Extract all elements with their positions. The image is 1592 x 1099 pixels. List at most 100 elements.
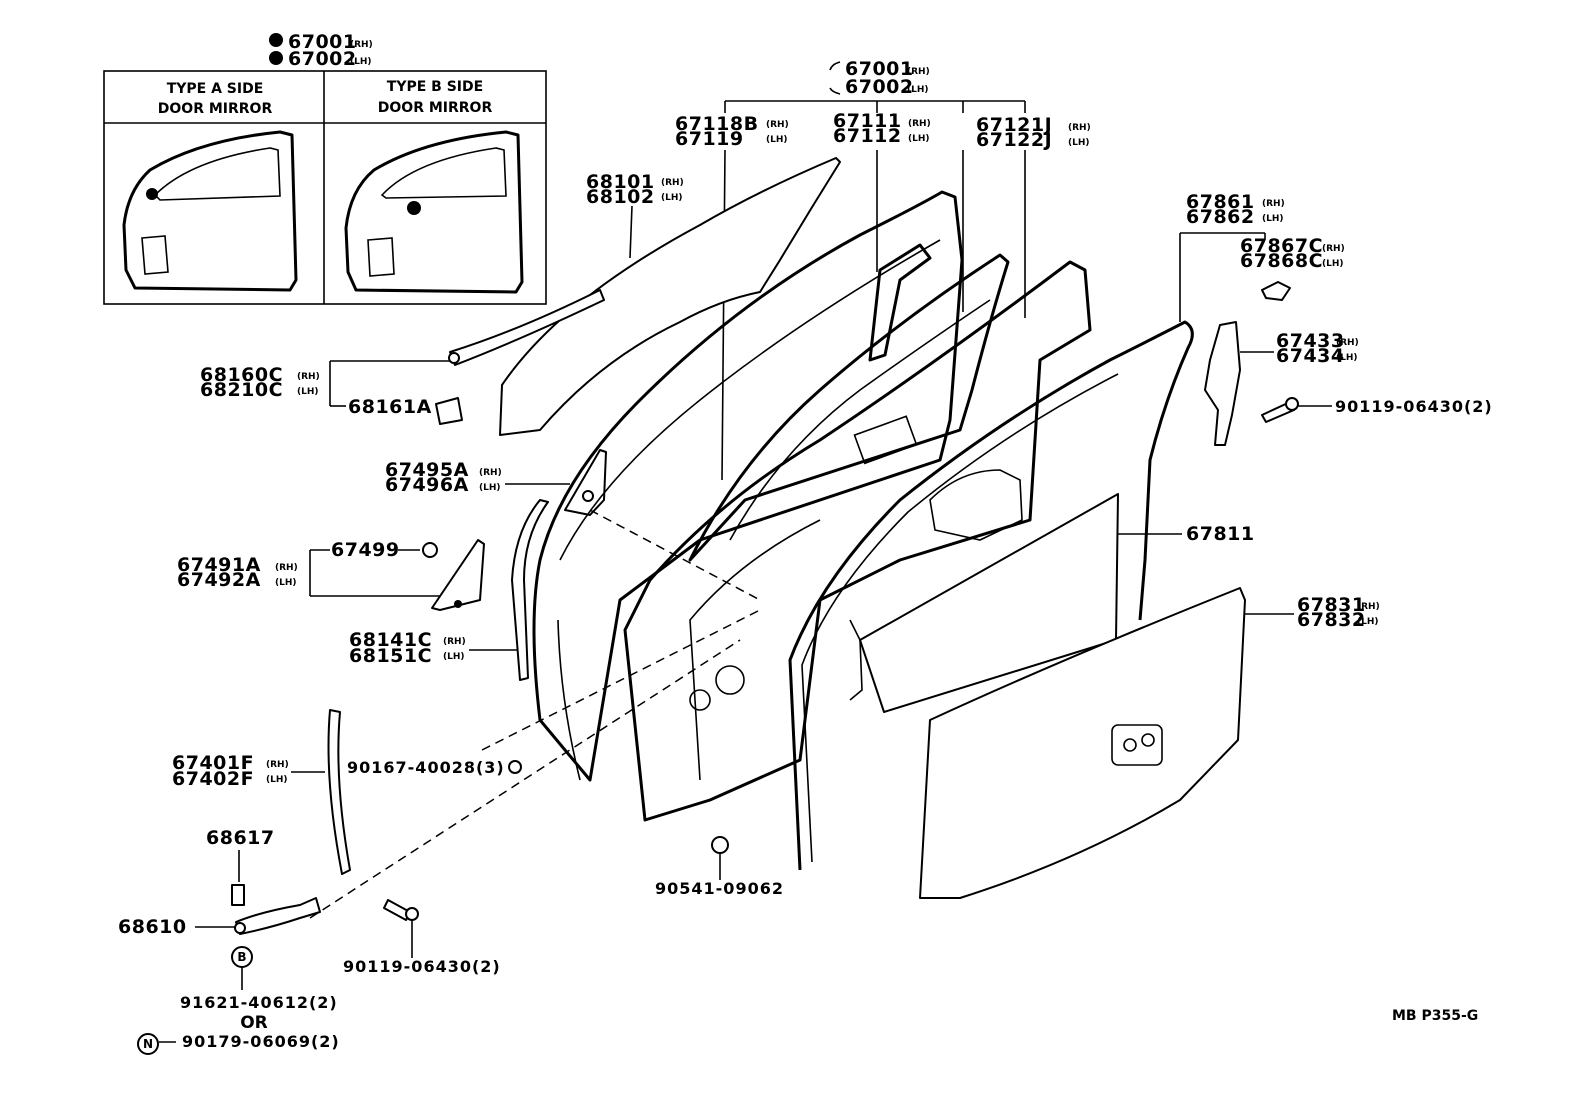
suffix-67002: (LH) <box>907 85 929 95</box>
mirror-type-inset: TYPE A SIDE DOOR MIRROR TYPE B SIDE DOOR… <box>103 70 547 305</box>
suffix-68141c: (RH) <box>443 637 466 647</box>
suffix-67402f: (LH) <box>266 775 288 785</box>
assembly-dashed-lines <box>309 509 761 919</box>
part-67111: 67111 <box>833 110 902 132</box>
inset-part-label: 67001 (RH) 67002 (LH) <box>269 31 373 70</box>
run-channel-68141c <box>511 499 549 681</box>
type-a-title-2: DOOR MIRROR <box>158 101 273 117</box>
part-67112: 67112 <box>833 125 902 147</box>
inset-part-lh: 67002 <box>288 48 357 70</box>
part-90179: 90179-06069(2) <box>182 1032 340 1051</box>
suffix-67401f: (RH) <box>266 760 289 770</box>
door-inner-panel <box>623 260 1092 822</box>
door-lock-striker <box>1204 321 1241 446</box>
badge-b: B <box>237 950 246 964</box>
part-67001: 67001 <box>845 58 914 80</box>
part-67002: 67002 <box>845 76 914 98</box>
bolt-bottom <box>383 899 419 921</box>
suffix-67122j: (LH) <box>1068 138 1090 148</box>
clip-90541 <box>711 836 729 854</box>
part-68101: 68101 <box>586 171 655 193</box>
part-67402f: 67402F <box>172 768 254 790</box>
corner-cover-67495a <box>564 449 607 516</box>
left-labels: 68101 (RH) 68102 (LH) 68160C (RH) 68210C… <box>118 171 684 938</box>
outer-belt-weatherstrip <box>448 289 605 366</box>
footer-code: MB P355-G <box>1392 1008 1478 1024</box>
type-a-door-sketch <box>122 130 298 292</box>
bottom-labels: 90541-09062 90119-06430(2) B 91621-40612… <box>137 852 1478 1055</box>
part-67119: 67119 <box>675 128 744 150</box>
part-67868c: 67868C <box>1240 250 1323 272</box>
part-68141c: 68141C <box>349 629 432 651</box>
suffix-67434: (LH) <box>1336 353 1358 363</box>
suffix-68160c: (RH) <box>297 372 320 382</box>
part-67122j: 67122J <box>976 129 1052 151</box>
part-68617: 68617 <box>206 827 275 849</box>
clip-67867c <box>1261 281 1291 301</box>
suffix-67118b: (RH) <box>766 120 789 130</box>
suffix-67492a: (LH) <box>275 578 297 588</box>
suffix-67001: (RH) <box>907 67 930 77</box>
type-b-title-2: DOOR MIRROR <box>378 100 493 116</box>
inset-part-rh: 67001 <box>288 31 357 53</box>
bolt-right-label: 90119-06430(2) <box>1335 397 1493 416</box>
type-b-door-sketch <box>344 130 524 294</box>
suffix-67495a: (RH) <box>479 468 502 478</box>
clip-68161a <box>435 397 463 425</box>
inset-suffix-rh: (RH) <box>350 40 373 50</box>
suffix-67832: (LH) <box>1357 617 1379 627</box>
part-67811: 67811 <box>1186 523 1255 545</box>
suffix-68151c: (LH) <box>443 652 465 662</box>
suffix-68102: (LH) <box>661 193 683 203</box>
badge-n: N <box>143 1037 153 1051</box>
part-68102: 68102 <box>586 186 655 208</box>
part-91621: 91621-40612(2) <box>180 993 338 1012</box>
part-67499: 67499 <box>331 539 400 561</box>
part-67831: 67831 <box>1297 594 1366 616</box>
bolt-right <box>1261 397 1299 423</box>
belt-moulding-67401f <box>327 709 351 875</box>
part-68160c: 68160C <box>200 364 283 386</box>
part-67401f: 67401F <box>172 752 254 774</box>
door-weatherstrip <box>788 320 1194 871</box>
type-b-title-1: TYPE B SIDE <box>387 79 483 95</box>
suffix-68101: (RH) <box>661 178 684 188</box>
part-67434: 67434 <box>1276 345 1345 367</box>
type-a-title-1: TYPE A SIDE <box>167 81 264 97</box>
door-sash-frames <box>688 243 1010 562</box>
suffix-67112: (LH) <box>908 134 930 144</box>
suffix-67496a: (LH) <box>479 483 501 493</box>
part-68210c: 68210C <box>200 379 283 401</box>
top-center-labels: 67001 (RH) 67002 (LH) 67118B (RH) 67119 … <box>675 58 1091 481</box>
part-68610: 68610 <box>118 916 187 938</box>
part-67832: 67832 <box>1297 609 1366 631</box>
part-67867c: 67867C <box>1240 235 1323 257</box>
suffix-68210c: (LH) <box>297 387 319 397</box>
part-67862: 67862 <box>1186 206 1255 228</box>
door-trim-board <box>919 587 1246 899</box>
part-67433: 67433 <box>1276 330 1345 352</box>
suffix-67433: (RH) <box>1336 338 1359 348</box>
part-68151c: 68151C <box>349 645 432 667</box>
part-67495a: 67495A <box>385 459 469 481</box>
suffix-67862: (LH) <box>1262 214 1284 224</box>
badge-n-circle <box>137 1033 159 1055</box>
part-68161a: 68161A <box>348 396 432 418</box>
suffix-67861: (RH) <box>1262 199 1285 209</box>
suffix-67867c: (RH) <box>1322 244 1345 254</box>
part-67496a: 67496A <box>385 474 469 496</box>
screw-90167-label: 90167-40028(3) <box>347 758 505 777</box>
clip-67499 <box>422 542 438 558</box>
suffix-67111: (RH) <box>908 119 931 129</box>
suffix-67119: (LH) <box>766 135 788 145</box>
clip-90541-label: 90541-09062 <box>655 879 784 898</box>
suffix-67491a: (RH) <box>275 563 298 573</box>
part-67492a: 67492A <box>177 569 261 591</box>
part-67491a: 67491A <box>177 554 261 576</box>
right-labels: 67861 (RH) 67862 (LH) 67867C (RH) 67868C… <box>1118 191 1493 631</box>
suffix-67121j: (RH) <box>1068 123 1091 133</box>
door-outer-frame <box>532 190 964 782</box>
part-67861: 67861 <box>1186 191 1255 213</box>
or-text: OR <box>240 1013 268 1033</box>
suffix-67868c: (LH) <box>1322 259 1344 269</box>
